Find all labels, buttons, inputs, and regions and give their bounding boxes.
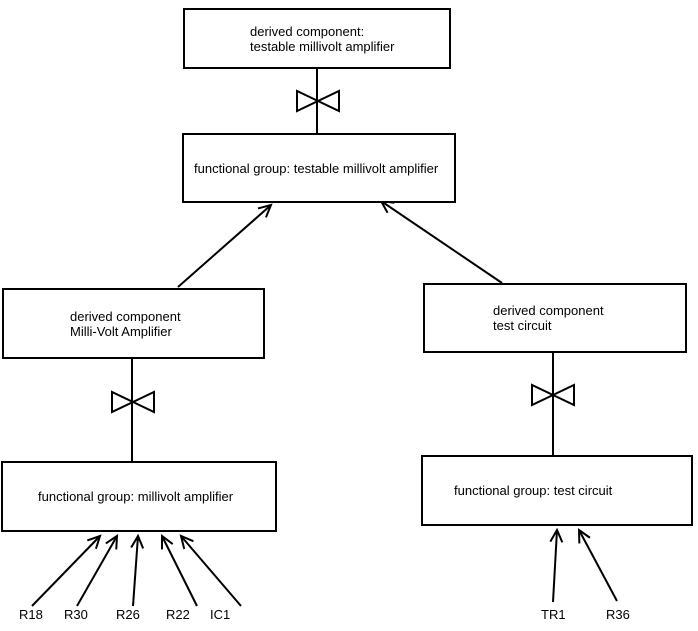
arrow-r36 [577,528,618,602]
arrow-tr1 [549,527,564,603]
node-label-line1: functional group: millivolt amplifier [38,489,234,504]
component-label-r26: R26 [116,607,140,622]
node-functional-group-testable-millivolt-amplifier: functional group: testable millivolt amp… [182,133,456,203]
node-label-line1: derived component [70,308,181,324]
node-label-line1: derived component: [250,23,365,39]
bowtie-icon-left [111,390,155,414]
node-label-line2: testable millivolt amplifier [250,38,395,54]
node-label-line1: derived component [493,303,604,318]
component-label-r30: R30 [64,607,88,622]
arrow-r18 [31,534,102,607]
node-label-line1: functional group: testable millivolt amp… [194,160,439,176]
node-label-line2: Milli-Volt Amplifier [70,323,172,339]
arrow-ic1 [179,534,242,607]
node-label-line2: test circuit [493,318,552,333]
arrow-left-derived-to-mid [177,203,273,288]
node-label-line1: functional group: test circuit [454,483,613,498]
node-functional-group-millivolt-amplifier: functional group: millivolt amplifier [1,461,277,532]
arrow-r22 [161,534,198,607]
component-label-ic1: IC1 [210,607,231,622]
component-label-r18: R18 [19,607,43,622]
component-label-r36: R36 [606,607,630,622]
node-derived-testable-millivolt-amplifier: derived component: testable millivolt am… [183,8,451,69]
node-derived-milli-volt-amplifier: derived component Milli-Volt Amplifier [2,288,265,359]
bowtie-icon-top [296,89,340,113]
arrow-r30 [76,534,119,607]
component-label-r22: R22 [166,607,190,622]
bowtie-icon-right [531,383,575,407]
arrow-right-derived-to-mid [379,199,503,284]
node-derived-test-circuit: derived component test circuit [423,283,687,353]
component-label-tr1: TR1 [541,607,566,622]
arrow-r26 [130,533,145,607]
node-functional-group-test-circuit: functional group: test circuit [421,455,693,526]
